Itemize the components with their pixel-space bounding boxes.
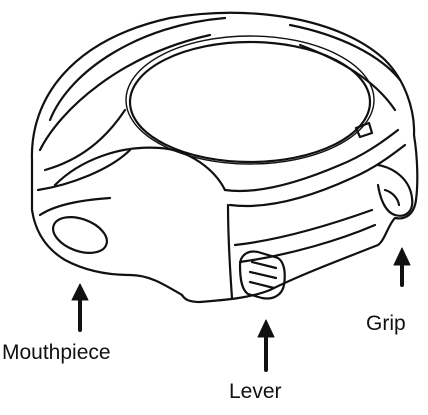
grip-inner — [385, 190, 399, 205]
rim-bevel-lower — [40, 198, 110, 215]
arrow-lever-head — [258, 320, 274, 337]
top-stripe-4 — [38, 150, 130, 190]
label-grip: Grip — [366, 312, 406, 336]
top-stripe-6 — [300, 45, 395, 110]
counter-window — [130, 42, 370, 162]
rim-bevel-right — [225, 130, 398, 191]
counter-window-rim — [126, 36, 374, 164]
lever-rib-2 — [250, 272, 276, 278]
arrow-grip-head — [394, 248, 410, 265]
top-stripe-3 — [45, 110, 125, 170]
arrow-lever — [258, 320, 274, 370]
mouthpiece-opening — [48, 210, 112, 259]
grip-loop — [378, 165, 412, 216]
lever-rib-3 — [250, 282, 274, 288]
label-lever: Lever — [229, 380, 282, 404]
label-mouthpiece: Mouthpiece — [2, 341, 111, 365]
arrow-grip — [394, 248, 410, 285]
lever-rib-1 — [252, 262, 276, 268]
grip-slot — [356, 123, 372, 137]
side-line — [228, 205, 232, 298]
lever-track — [235, 210, 372, 245]
arrow-mouthpiece-head — [72, 284, 88, 300]
arrow-mouthpiece — [72, 284, 88, 330]
device-outline — [32, 13, 417, 302]
